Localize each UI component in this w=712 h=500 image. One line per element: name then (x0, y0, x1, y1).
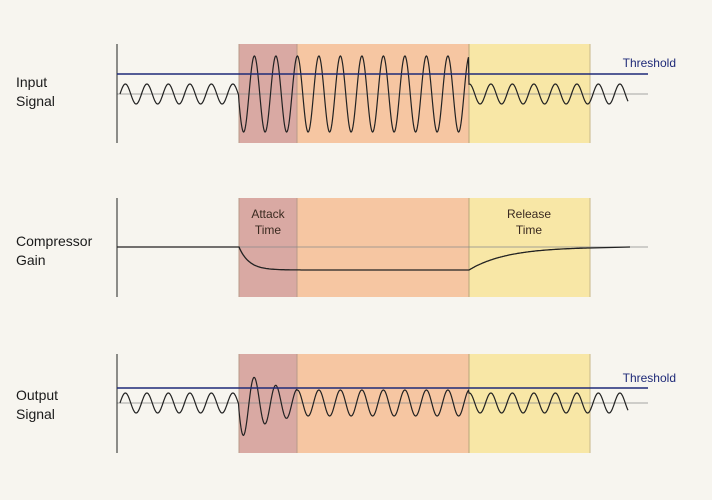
input-signal-label-2: Signal (16, 93, 55, 109)
attack-time-label-2: Time (255, 223, 282, 237)
compressor-gain-label-2: Gain (16, 252, 46, 268)
attack-zone-gain (239, 198, 297, 297)
release-time-label: Release (507, 207, 551, 221)
release-time-label-2: Time (516, 223, 543, 237)
gain-curve (117, 246, 631, 271)
output-threshold-label: Threshold (623, 371, 676, 385)
compressor-gain-label: Compressor (16, 233, 93, 249)
input-waveform (119, 55, 629, 133)
hold-zone-output (297, 354, 469, 453)
output-waveform (119, 376, 629, 437)
input-signal-label: Input (16, 74, 47, 90)
release-zone-gain (469, 198, 590, 297)
hold-zone-input (297, 44, 469, 143)
input-signal-row: Threshold Input Signal (16, 44, 676, 143)
attack-time-label: Attack (251, 207, 285, 221)
output-signal-row: Threshold Output Signal (16, 354, 676, 453)
attack-zone-output (239, 354, 297, 453)
release-zone-output (469, 354, 590, 453)
hold-zone-gain (297, 198, 469, 297)
input-threshold-label: Threshold (623, 56, 676, 70)
output-signal-label-2: Signal (16, 406, 55, 422)
release-zone-input (469, 44, 590, 143)
compressor-gain-row: Attack Time Release Time Compressor Gain (16, 198, 648, 297)
output-signal-label: Output (16, 387, 58, 403)
